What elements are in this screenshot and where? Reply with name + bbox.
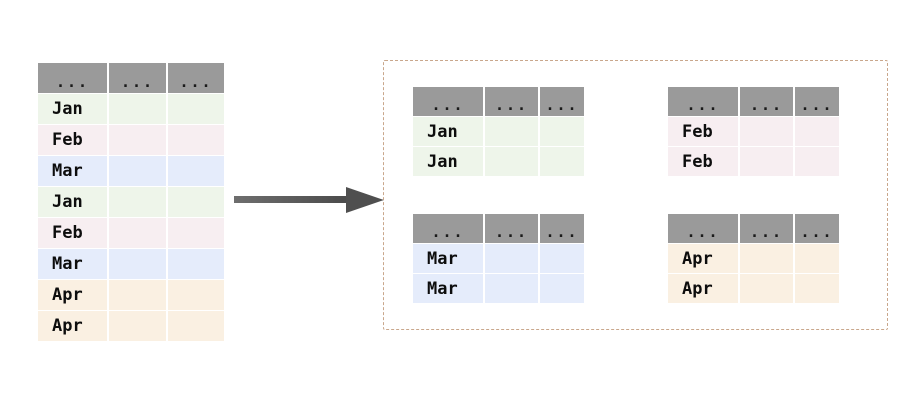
- column-header: ...: [795, 87, 839, 116]
- row-data-cell: [109, 125, 166, 155]
- table-row: Apr: [38, 311, 224, 341]
- column-header: ...: [668, 214, 738, 243]
- group-container: [383, 60, 888, 330]
- row-data-cell: [168, 156, 224, 186]
- table-header-row: .........: [413, 87, 584, 116]
- row-label-cell: Feb: [38, 218, 107, 248]
- row-data-cell: [109, 249, 166, 279]
- column-header: ...: [168, 63, 224, 93]
- table-row: Feb: [38, 218, 224, 248]
- row-data-cell: [168, 187, 224, 217]
- table-row: Feb: [668, 117, 839, 146]
- table-header-row: .........: [38, 63, 224, 93]
- row-label-cell: Apr: [38, 280, 107, 310]
- row-label-cell: Feb: [668, 117, 738, 146]
- row-data-cell: [485, 147, 538, 176]
- table-row: Feb: [668, 147, 839, 176]
- row-data-cell: [168, 94, 224, 124]
- row-data-cell: [168, 280, 224, 310]
- row-data-cell: [485, 117, 538, 146]
- row-data-cell: [540, 147, 584, 176]
- column-header: ...: [485, 214, 538, 243]
- column-header: ...: [485, 87, 538, 116]
- row-data-cell: [168, 311, 224, 341]
- row-label-cell: Jan: [413, 117, 483, 146]
- table-row: Apr: [668, 274, 839, 303]
- table-row: Mar: [413, 274, 584, 303]
- row-data-cell: [168, 125, 224, 155]
- table-header-row: .........: [668, 214, 839, 243]
- table-row: Jan: [38, 94, 224, 124]
- column-header: ...: [740, 87, 793, 116]
- row-label-cell: Mar: [38, 156, 107, 186]
- row-label-cell: Apr: [668, 274, 738, 303]
- table-row: Jan: [38, 187, 224, 217]
- row-label-cell: Jan: [413, 147, 483, 176]
- row-data-cell: [740, 274, 793, 303]
- row-label-cell: Apr: [38, 311, 107, 341]
- column-header: ...: [795, 214, 839, 243]
- row-data-cell: [109, 218, 166, 248]
- table-row: Feb: [38, 125, 224, 155]
- row-data-cell: [109, 156, 166, 186]
- row-data-cell: [485, 274, 538, 303]
- row-data-cell: [740, 117, 793, 146]
- row-label-cell: Mar: [413, 274, 483, 303]
- row-data-cell: [795, 244, 839, 273]
- row-data-cell: [168, 218, 224, 248]
- row-data-cell: [795, 147, 839, 176]
- table-header-row: .........: [668, 87, 839, 116]
- column-header: ...: [109, 63, 166, 93]
- row-data-cell: [540, 274, 584, 303]
- row-label-cell: Feb: [38, 125, 107, 155]
- row-label-cell: Jan: [38, 94, 107, 124]
- row-data-cell: [168, 249, 224, 279]
- column-header: ...: [540, 87, 584, 116]
- table-row: Mar: [38, 156, 224, 186]
- column-header: ...: [413, 87, 483, 116]
- column-header: ...: [38, 63, 107, 93]
- row-label-cell: Feb: [668, 147, 738, 176]
- row-data-cell: [109, 187, 166, 217]
- row-data-cell: [795, 117, 839, 146]
- row-label-cell: Apr: [668, 244, 738, 273]
- column-header: ...: [740, 214, 793, 243]
- row-label-cell: Jan: [38, 187, 107, 217]
- row-data-cell: [795, 274, 839, 303]
- row-data-cell: [109, 280, 166, 310]
- row-data-cell: [540, 244, 584, 273]
- row-data-cell: [740, 147, 793, 176]
- table-row: Apr: [38, 280, 224, 310]
- row-data-cell: [485, 244, 538, 273]
- table-row: Mar: [38, 249, 224, 279]
- row-label-cell: Mar: [413, 244, 483, 273]
- table-row: Mar: [413, 244, 584, 273]
- row-data-cell: [540, 117, 584, 146]
- row-data-cell: [740, 244, 793, 273]
- row-label-cell: Mar: [38, 249, 107, 279]
- right-arrow-icon: [234, 183, 384, 217]
- column-header: ...: [668, 87, 738, 116]
- table-row: Jan: [413, 117, 584, 146]
- table-header-row: .........: [413, 214, 584, 243]
- row-data-cell: [109, 94, 166, 124]
- column-header: ...: [540, 214, 584, 243]
- table-row: Apr: [668, 244, 839, 273]
- row-data-cell: [109, 311, 166, 341]
- table-row: Jan: [413, 147, 584, 176]
- column-header: ...: [413, 214, 483, 243]
